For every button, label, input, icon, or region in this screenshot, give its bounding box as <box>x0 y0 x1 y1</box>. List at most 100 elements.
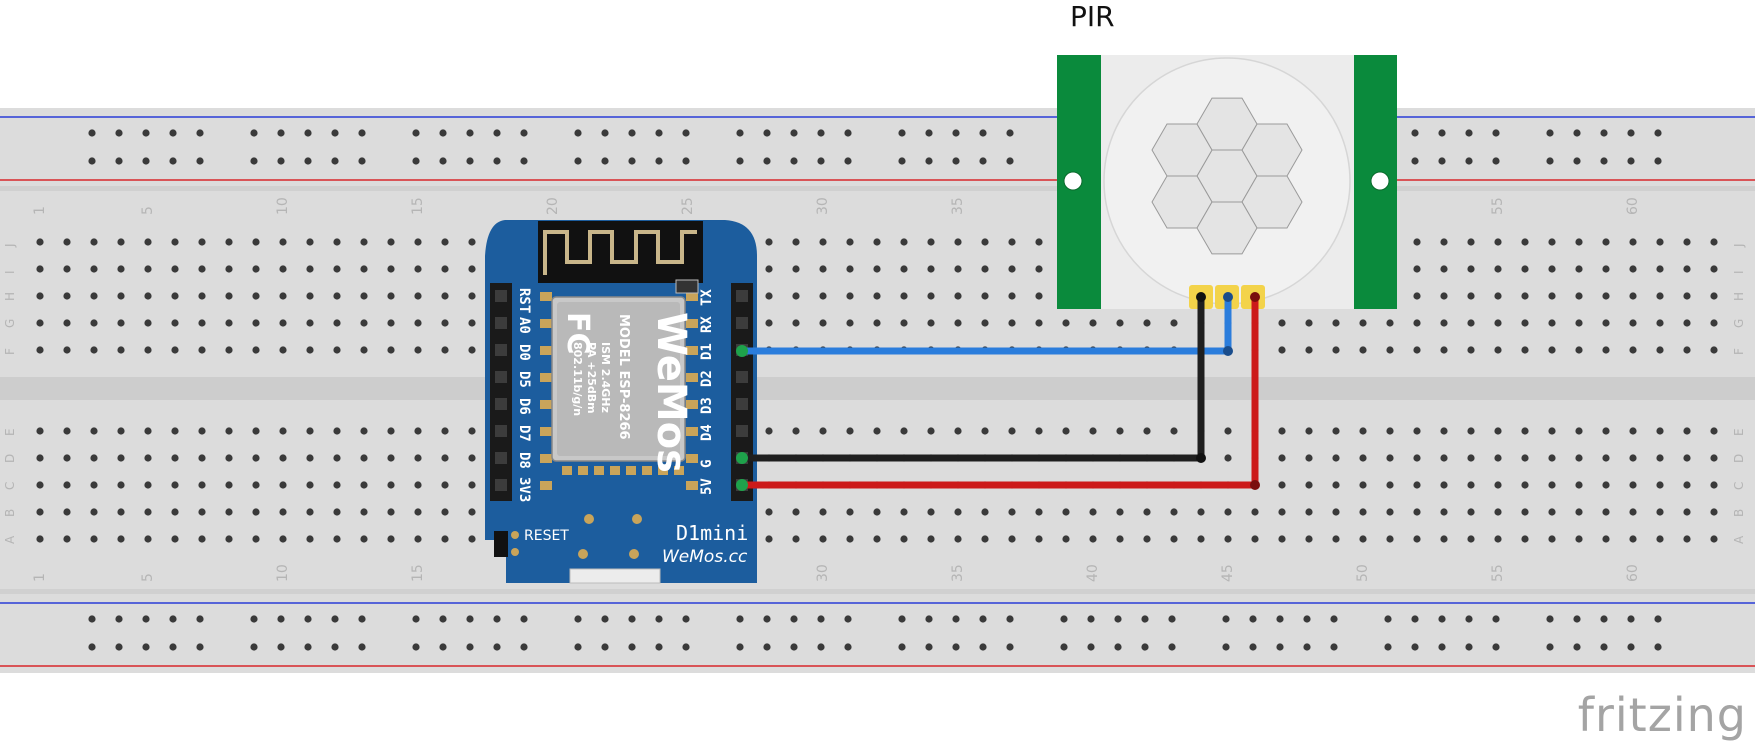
breadboard-hole <box>1278 346 1286 354</box>
breadboard-hole <box>225 238 233 246</box>
breadboard-hole <box>36 238 44 246</box>
chip-line-1: MODEL ESP-8266 <box>616 314 631 440</box>
breadboard-hole <box>36 481 44 489</box>
module-pad <box>686 319 698 328</box>
breadboard-hole <box>63 535 71 543</box>
header-pin <box>495 452 507 464</box>
rail-hole <box>898 157 906 165</box>
breadboard-hole <box>306 238 314 246</box>
breadboard-hole <box>1683 238 1691 246</box>
breadboard-hole <box>90 481 98 489</box>
breadboard-hole <box>1575 508 1583 516</box>
breadboard-hole <box>360 481 368 489</box>
breadboard-hole <box>171 481 179 489</box>
breadboard-hole <box>846 427 854 435</box>
breadboard-hole <box>414 292 422 300</box>
module-pad <box>686 400 698 409</box>
breadboard-hole <box>1305 481 1313 489</box>
rail-hole <box>1249 615 1257 623</box>
breadboard-hole <box>873 238 881 246</box>
rail-hole <box>898 129 906 137</box>
breadboard-hole <box>171 454 179 462</box>
breadboard-hole <box>1683 346 1691 354</box>
rail-hole <box>1087 615 1095 623</box>
breadboard-hole <box>198 508 206 516</box>
breadboard-hole <box>36 535 44 543</box>
breadboard-hole <box>360 292 368 300</box>
breadboard-hole <box>1467 265 1475 273</box>
rail-hole <box>1546 615 1554 623</box>
breadboard-hole <box>1602 238 1610 246</box>
rail-hole <box>412 157 420 165</box>
breadboard-hole <box>1332 346 1340 354</box>
breadboard-hole <box>1710 508 1718 516</box>
breadboard-hole <box>981 427 989 435</box>
breadboard-hole <box>1494 265 1502 273</box>
breadboard-hole <box>792 238 800 246</box>
breadboard-hole <box>90 346 98 354</box>
rail-hole <box>1411 129 1419 137</box>
breadboard-hole <box>387 535 395 543</box>
breadboard-hole <box>765 319 773 327</box>
module-pad <box>562 466 572 475</box>
breadboard-hole <box>360 427 368 435</box>
breadboard-hole <box>1521 265 1529 273</box>
header-pin <box>736 425 748 437</box>
rail-hole <box>1627 643 1635 651</box>
breadboard-hole <box>171 346 179 354</box>
rail-hole <box>520 157 528 165</box>
module-pad <box>610 466 620 475</box>
breadboard-hole <box>1683 292 1691 300</box>
breadboard-hole <box>441 238 449 246</box>
breadboard-hole <box>117 427 125 435</box>
breadboard-hole <box>1008 238 1016 246</box>
module-pad <box>686 346 698 355</box>
breadboard-hole <box>333 508 341 516</box>
breadboard-hole <box>900 238 908 246</box>
breadboard-hole <box>468 427 476 435</box>
esp-module-shield <box>557 302 680 456</box>
rail-hole <box>844 129 852 137</box>
breadboard-hole <box>225 292 233 300</box>
breadboard-hole <box>1359 481 1367 489</box>
breadboard-hole <box>1656 238 1664 246</box>
rail-hole <box>331 643 339 651</box>
breadboard-hole <box>1035 292 1043 300</box>
rail-hole <box>817 643 825 651</box>
breadboard-hole <box>63 319 71 327</box>
rail-hole <box>1438 643 1446 651</box>
module-pad <box>686 454 698 463</box>
rail-hole <box>493 643 501 651</box>
row-letter: H <box>3 292 17 301</box>
column-number: 55 <box>1490 197 1506 215</box>
rail-hole <box>196 643 204 651</box>
breadboard-hole <box>225 535 233 543</box>
breadboard-hole <box>117 238 125 246</box>
rail-hole <box>277 615 285 623</box>
breadboard-hole <box>63 481 71 489</box>
breadboard-hole <box>927 427 935 435</box>
rail-hole <box>520 643 528 651</box>
pir-lens-cells <box>1151 97 1303 255</box>
rail-hole <box>1546 643 1554 651</box>
breadboard-hole <box>1548 346 1556 354</box>
breadboard-hole <box>360 319 368 327</box>
breadboard-hole <box>252 319 260 327</box>
board-hole <box>578 549 588 559</box>
breadboard-hole <box>1143 427 1151 435</box>
rail-hole <box>601 129 609 137</box>
rail-hole <box>574 615 582 623</box>
rail-hole <box>790 643 798 651</box>
breadboard-hole <box>846 292 854 300</box>
rail-hole <box>1465 157 1473 165</box>
rail-hole <box>1654 157 1662 165</box>
breadboard-hole <box>1548 292 1556 300</box>
breadboard-hole <box>1170 508 1178 516</box>
breadboard-hole <box>414 427 422 435</box>
breadboard-hole <box>252 292 260 300</box>
breadboard-hole <box>1683 319 1691 327</box>
breadboard-hole <box>954 427 962 435</box>
breadboard-hole <box>468 238 476 246</box>
